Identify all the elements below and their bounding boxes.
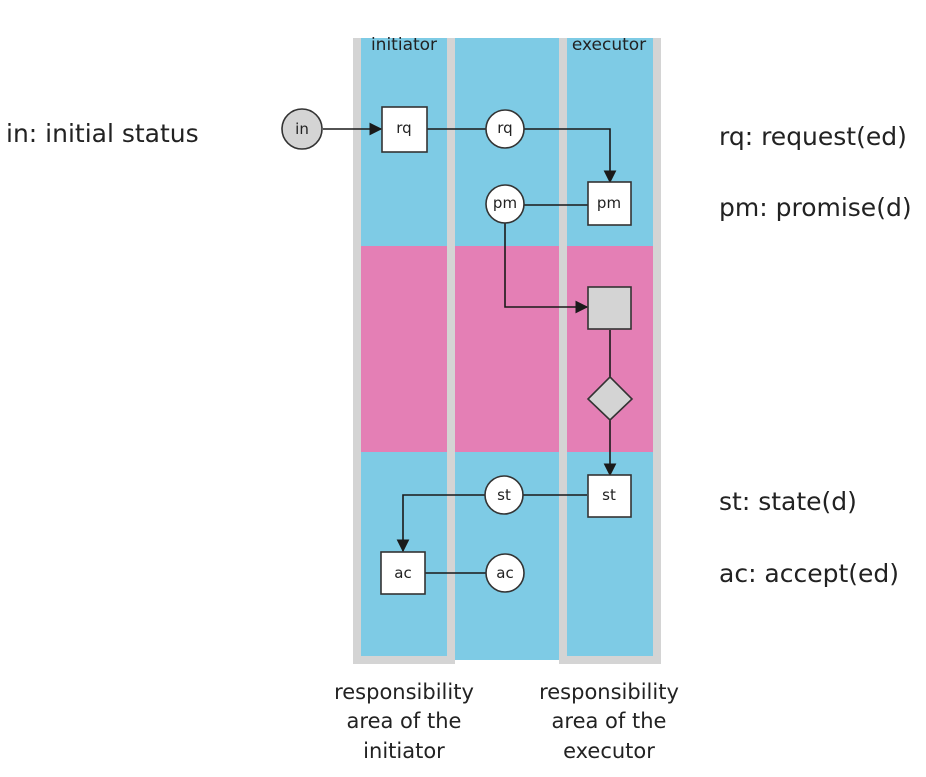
initiator-caption: responsibility area of the initiator <box>334 680 474 763</box>
promise-fact-node: pm <box>485 184 525 224</box>
state-act-node: st <box>587 474 632 518</box>
legend-pm: pm: promise(d) <box>719 193 912 222</box>
initial-status-label: in <box>295 120 309 138</box>
link-stfact-ac <box>396 494 485 553</box>
executor-caption-line: responsibility <box>539 680 679 704</box>
executor-caption-line: executor <box>563 739 655 763</box>
state-act-label: st <box>602 486 616 504</box>
executor-caption: responsibility area of the executor <box>539 680 679 763</box>
initiator-caption-line: initiator <box>363 739 445 763</box>
request-act-label: rq <box>396 119 411 137</box>
promise-fact-label: pm <box>493 194 517 212</box>
request-fact-node: rq <box>485 109 525 149</box>
request-act-node: rq <box>381 106 428 153</box>
initial-status-node: in <box>281 108 323 150</box>
executor-caption-line: area of the <box>552 709 667 733</box>
initiator-caption-line: responsibility <box>334 680 474 704</box>
legend-ac: ac: accept(ed) <box>719 559 899 588</box>
state-fact-label: st <box>497 486 511 504</box>
request-fact-label: rq <box>497 119 512 137</box>
executor-lane-title: executor <box>572 35 646 55</box>
promise-act-node: pm <box>587 181 632 226</box>
execution-band <box>455 246 559 452</box>
accept-fact-label: ac <box>496 564 513 582</box>
state-fact-node: st <box>484 475 524 515</box>
link-rqfact-pm <box>523 128 617 184</box>
promise-act-label: pm <box>597 194 621 212</box>
legend-st: st: state(d) <box>719 487 857 516</box>
accept-act-node: ac <box>380 551 426 595</box>
legend-rq: rq: request(ed) <box>719 122 907 151</box>
accept-fact-node: ac <box>485 553 525 593</box>
initiator-lane-title: initiator <box>371 35 437 55</box>
legend-in: in: initial status <box>6 119 199 148</box>
execution-band <box>361 246 447 452</box>
accept-act-label: ac <box>394 564 411 582</box>
link-pm-execute <box>504 223 589 314</box>
execution-decision-diamond <box>586 375 634 422</box>
execution-act-node <box>587 286 632 330</box>
initiator-caption-line: area of the <box>347 709 462 733</box>
